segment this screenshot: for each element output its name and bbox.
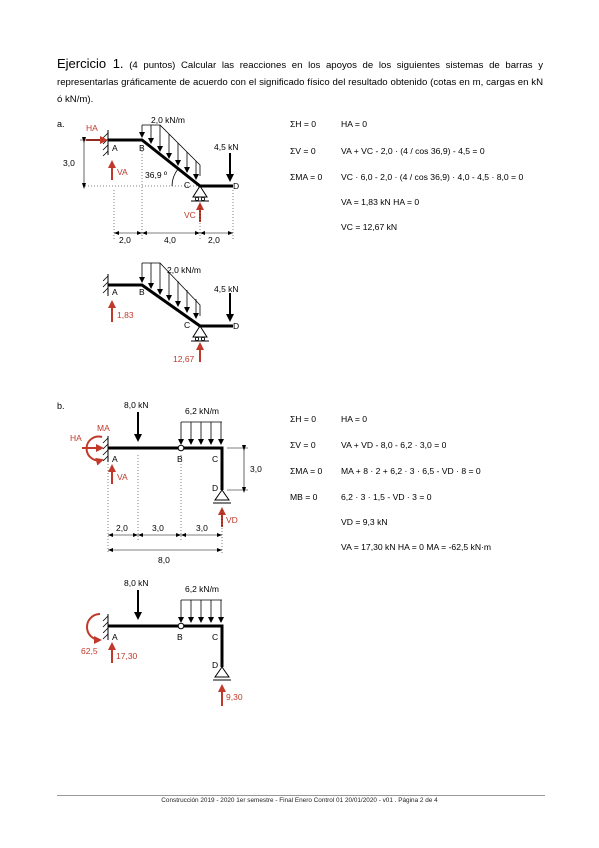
b-eq-lhs-3: ΣMA = 0	[290, 466, 323, 476]
b2-point-D: D	[212, 660, 218, 670]
a-dim-2: 4,0	[164, 235, 176, 245]
part-b-structure	[82, 412, 248, 554]
a2-point-D: D	[233, 321, 239, 331]
a-dim-3: 2,0	[208, 235, 220, 245]
a2-point-B: B	[139, 287, 145, 297]
b-eq-rhs-1: HA = 0	[341, 414, 368, 424]
a-dim-1: 2,0	[119, 235, 131, 245]
b2-va-value: 17,30	[116, 651, 138, 661]
a-point-B: B	[139, 143, 145, 153]
b-dist-load-label: 6,2 kN/m	[185, 406, 219, 416]
a-point-D: D	[233, 181, 239, 191]
b2-point-A: A	[112, 632, 118, 642]
b-point-load-label: 8,0 kN	[124, 400, 149, 410]
footer-rule	[57, 795, 545, 796]
b-eq-rhs-3: MA + 8 · 2 + 6,2 · 3 · 6,5 - VD · 8 = 0	[341, 466, 481, 476]
a-result-1: VA = 1,83 kN HA = 0	[341, 197, 420, 207]
b-eq-lhs-4: MB = 0	[290, 492, 318, 502]
a-result-2: VC = 12,67 kN	[341, 222, 398, 232]
page-footer: Construcción 2019 - 2020 1er semestre - …	[161, 797, 438, 804]
b-eq-rhs-2: VA + VD - 8,0 - 6,2 · 3,0 = 0	[341, 440, 447, 450]
a2-va-value: 1,83	[117, 310, 134, 320]
a-eq-lhs-3: ΣMA = 0	[290, 172, 323, 182]
a-eq-rhs-3: VC · 6,0 - 2,0 · (4 / cos 36,9) · 4,0 - …	[341, 172, 524, 182]
b-eq-lhs-2: ΣV = 0	[290, 440, 316, 450]
b-point-C: C	[212, 454, 218, 464]
b-point-B: B	[177, 454, 183, 464]
part-b-tag: b.	[57, 401, 65, 411]
b-height-label: 3,0	[250, 464, 262, 474]
a-eq-rhs-2: VA + VC - 2,0 · (4 / cos 36,9) - 4,5 = 0	[341, 146, 485, 156]
a2-vc-value: 12,67	[173, 354, 195, 364]
a-point-load-label: 4,5 kN	[214, 142, 239, 152]
part-b-solution	[86, 590, 231, 706]
a-ha-label: HA	[86, 123, 98, 133]
b-total-dim: 8,0	[158, 555, 170, 565]
b2-vd-value: 9,30	[226, 692, 243, 702]
part-a-tag: a.	[57, 119, 65, 129]
a-va-label: VA	[117, 167, 128, 177]
b2-ma-value: 62,5	[81, 646, 98, 656]
b-ma-label: MA	[97, 423, 110, 433]
b-dim-3: 3,0	[196, 523, 208, 533]
a2-dist-load-label: 2,0 kN/m	[167, 265, 201, 275]
a-eq-lhs-1: ΣH = 0	[290, 119, 317, 129]
b-point-A: A	[112, 454, 118, 464]
b-eq-lhs-1: ΣH = 0	[290, 414, 317, 424]
a2-point-A: A	[112, 287, 118, 297]
part-a-structure	[80, 124, 234, 240]
a-eq-lhs-2: ΣV = 0	[290, 146, 316, 156]
b-va-label: VA	[117, 472, 128, 482]
b2-point-C: C	[212, 632, 218, 642]
part-a-solution	[102, 262, 234, 362]
b-vd-label: VD	[226, 515, 238, 525]
b-eq-rhs-4: 6,2 · 3 · 1,5 - VD · 3 = 0	[341, 492, 432, 502]
a-point-A: A	[112, 143, 118, 153]
a-vc-label: VC	[184, 210, 196, 220]
b-result-2: VA = 17,30 kN HA = 0 MA = -62,5 kN·m	[341, 542, 492, 552]
exercise-statement: (4 puntos) Calcular las reacciones en lo…	[57, 60, 544, 105]
a-eq-rhs-1: HA = 0	[341, 119, 368, 129]
a2-point-C: C	[184, 320, 190, 330]
a-height-label: 3,0	[63, 158, 75, 168]
b-point-D: D	[212, 483, 218, 493]
b-ha-label: HA	[70, 433, 82, 443]
b2-point-load-label: 8,0 kN	[124, 578, 149, 588]
a-angle-label: 36,9 º	[145, 170, 167, 180]
a2-point-load-label: 4,5 kN	[214, 284, 239, 294]
b-dim-1: 2,0	[116, 523, 128, 533]
b2-dist-load-label: 6,2 kN/m	[185, 584, 219, 594]
a-point-C: C	[184, 180, 190, 190]
b-dim-2: 3,0	[152, 523, 164, 533]
exercise-intro: Ejercicio 1. (4 puntos) Calcular las rea…	[57, 55, 543, 108]
b2-point-B: B	[177, 632, 183, 642]
exercise-title: Ejercicio 1.	[57, 56, 124, 71]
b-result-1: VD = 9,3 kN	[341, 517, 388, 527]
a-dist-load-label: 2,0 kN/m	[151, 115, 185, 125]
